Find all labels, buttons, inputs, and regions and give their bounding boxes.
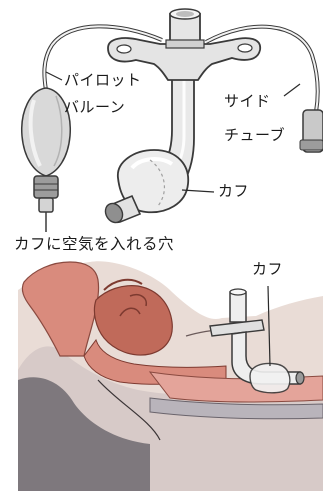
side-tube-connector bbox=[300, 110, 323, 152]
cuff-top-label: カフ bbox=[218, 184, 249, 199]
side-tube-leader bbox=[284, 84, 300, 96]
tube-tip bbox=[102, 196, 140, 226]
tube-connector-top bbox=[166, 9, 204, 48]
tube-device bbox=[22, 9, 323, 232]
cuff-bottom-label: カフ bbox=[252, 262, 283, 277]
pilot-balloon-label-line1: パイロット bbox=[64, 73, 142, 88]
side-tube-label-line2: チューブ bbox=[224, 128, 285, 143]
pilot-balloon-leader bbox=[46, 72, 62, 80]
cuff-in-trachea bbox=[250, 364, 290, 393]
pilot-balloon bbox=[22, 88, 71, 232]
air-port-label: カフに空気を入れる穴 bbox=[14, 237, 174, 253]
pilot-balloon-label-line2: バルーン bbox=[64, 100, 125, 115]
side-tube-label-line1: サイド bbox=[224, 94, 271, 109]
